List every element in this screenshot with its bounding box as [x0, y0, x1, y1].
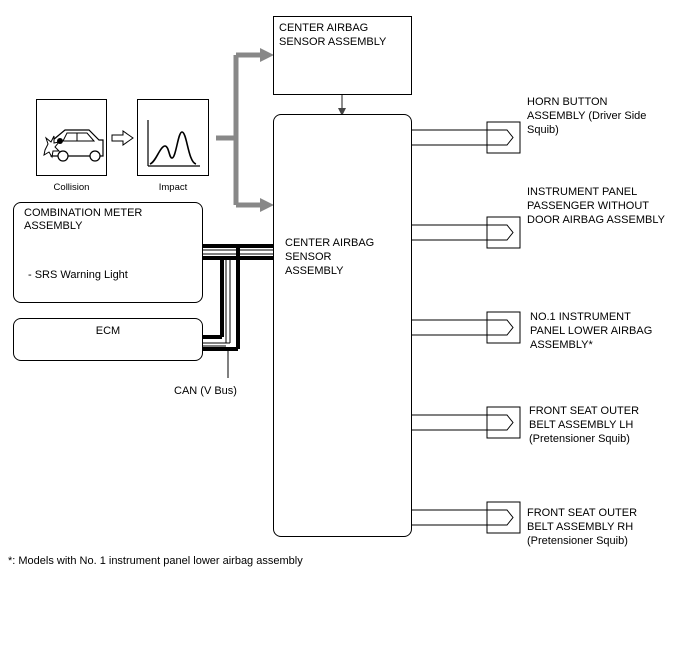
arrow-to-main-sensor — [260, 198, 274, 212]
can-bus-label: CAN (V Bus) — [174, 385, 237, 397]
combination-meter-line1: COMBINATION METER — [24, 207, 143, 219]
main-sensor-line2: SENSOR — [285, 251, 332, 263]
combination-meter-line2: ASSEMBLY — [24, 220, 83, 232]
connector-lower — [411, 311, 521, 344]
connector-belt-rh — [411, 501, 521, 534]
connector-belt-lh — [411, 406, 521, 439]
top-sensor-line1: CENTER AIRBAG — [279, 22, 369, 34]
output-line1: FRONT SEAT OUTER — [527, 507, 638, 519]
ecm-box: ECM — [13, 318, 203, 361]
output-line3: (Pretensioner Squib) — [527, 535, 628, 547]
output-line3: DOOR AIRBAG ASSEMBLY — [527, 214, 665, 226]
output-line2: PASSENGER WITHOUT — [527, 200, 650, 212]
output-connectors — [411, 121, 521, 534]
main-sensor-line1: CENTER AIRBAG — [285, 237, 375, 249]
output-line3: ASSEMBLY* — [530, 339, 593, 351]
car-crash-icon — [43, 129, 104, 162]
footnote: *: Models with No. 1 instrument panel lo… — [8, 555, 303, 567]
hollow-arrow-icon — [111, 130, 134, 146]
impact-graph-icon — [147, 120, 200, 167]
collision-icon-box — [36, 99, 107, 176]
signal-arrows — [216, 48, 274, 212]
srs-warning-light-label: - SRS Warning Light — [28, 269, 128, 281]
output-line1: HORN BUTTON — [527, 96, 608, 108]
collision-label: Collision — [53, 182, 90, 193]
output-line2: PANEL LOWER AIRBAG — [530, 325, 653, 337]
output-line3: (Pretensioner Squib) — [529, 433, 630, 445]
connector-horn — [411, 121, 521, 154]
output-line1: FRONT SEAT OUTER — [529, 405, 640, 417]
arrow-to-top-sensor — [260, 48, 274, 62]
output-line1: NO.1 INSTRUMENT — [530, 311, 631, 323]
output-line2: ASSEMBLY (Driver Side — [527, 110, 647, 122]
output-line1: INSTRUMENT PANEL — [527, 186, 638, 198]
impact-label: Impact — [158, 182, 188, 193]
output-line3: Squib) — [527, 124, 559, 136]
can-bus-lines — [203, 244, 274, 378]
combination-meter-box: COMBINATION METER ASSEMBLY - SRS Warning… — [13, 202, 203, 303]
ecm-label: ECM — [95, 325, 121, 337]
output-line2: BELT ASSEMBLY RH — [527, 521, 634, 533]
main-sensor-line3: ASSEMBLY — [285, 265, 344, 277]
impact-graph-box — [137, 99, 209, 176]
output-line2: BELT ASSEMBLY LH — [529, 419, 634, 431]
connector-passenger — [411, 216, 521, 249]
top-sensor-line2: SENSOR ASSEMBLY — [279, 36, 387, 48]
top-sensor-box: CENTER AIRBAG SENSOR ASSEMBLY — [273, 16, 412, 95]
main-sensor-box: CENTER AIRBAG SENSOR ASSEMBLY — [273, 114, 412, 537]
